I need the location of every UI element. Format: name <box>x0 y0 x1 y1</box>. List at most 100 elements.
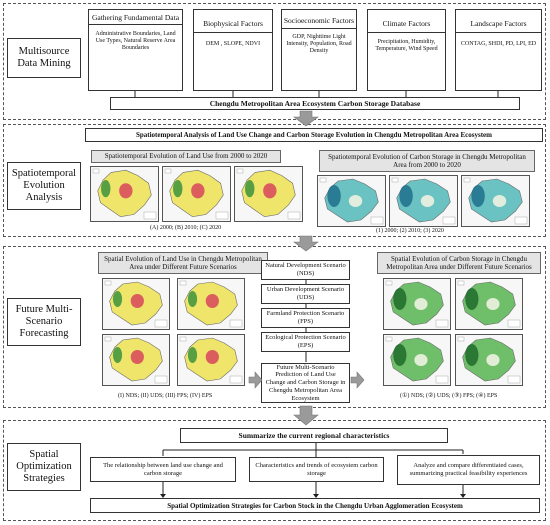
map-label-tag <box>319 177 327 183</box>
future-land-map-graphic <box>103 335 169 385</box>
summary-bar: Summarize the current regional character… <box>180 428 448 443</box>
map-label-tag <box>92 168 100 174</box>
optimization-item-trends: Characteristics and trends of ecosystem … <box>249 457 384 482</box>
land-use-map-c <box>234 166 303 222</box>
land-use-panel-title: Spatiotemporal Evolution of Land Use fro… <box>91 150 281 163</box>
source-box-landscape: Landscape Factors CONTAG, SHDI, PD, LPI,… <box>455 9 542 91</box>
future-land-map-graphic <box>178 279 244 329</box>
map-low-carbon <box>414 354 428 366</box>
map-label-tag <box>179 280 187 286</box>
source-box-biophysical: Biophysical Factors DEM , SLOPE, NDVI <box>193 9 273 91</box>
map-urban-core <box>130 350 144 364</box>
map-legend <box>507 319 521 328</box>
map-low-carbon <box>348 195 363 207</box>
carbon-map-3 <box>461 175 530 227</box>
map-high-carbon <box>327 185 341 207</box>
map-label-tag <box>457 280 465 286</box>
database-bar: Chengdu Metropolitan Area Ecosystem Carb… <box>110 97 520 110</box>
map-forest-patch <box>101 179 111 198</box>
map-low-carbon <box>492 195 507 207</box>
optimization-item-cases: Analyze and compare differentiated cases… <box>397 455 540 485</box>
source-text: Precipitation, Humidity, Temperature, Wi… <box>375 39 438 53</box>
prediction-box: Future Multi-Scenario Prediction of Land… <box>261 363 350 403</box>
future-land-map-1 <box>102 278 170 330</box>
map-legend <box>154 319 168 328</box>
land-use-map-graphic <box>91 167 158 221</box>
future-land-caption: (I) NDS; (II) UDS; (III) FPS; (IV) EPS <box>118 393 213 399</box>
map-urban-core <box>205 350 219 364</box>
scenario-eps: Ecological Protection Scenario (EPS) <box>261 332 350 352</box>
map-label-tag <box>104 336 112 342</box>
future-carbon-map-2 <box>455 278 523 330</box>
map-high-carbon <box>465 288 479 310</box>
carbon-map-graphic <box>390 176 457 226</box>
map-legend <box>370 216 384 225</box>
land-use-caption: (A) 2000; (B) 2010; (C) 2020 <box>150 225 222 231</box>
scenario-nds: Natural Development Scenario (NDS) <box>261 260 350 280</box>
map-label-tag <box>236 168 244 174</box>
source-title: Landscape Factors <box>456 13 541 33</box>
map-legend <box>215 211 229 220</box>
optimization-band <box>3 420 546 521</box>
flow-arrow-right-icon <box>248 371 263 389</box>
source-text: GDP, Nighttime Light Intensity, Populati… <box>286 34 352 55</box>
source-box-climate: Climate Factors Precipitation, Humidity,… <box>367 9 446 91</box>
connector-arrowheads <box>160 494 466 498</box>
map-label-tag <box>179 336 187 342</box>
map-high-carbon <box>393 344 407 366</box>
land-use-map-graphic <box>163 167 230 221</box>
map-urban-core <box>191 183 205 199</box>
analysis-header-bar: Spatiotemporal Analysis of Land Use Chan… <box>85 128 543 142</box>
flow-arrows <box>248 110 365 426</box>
flow-arrow-down-icon <box>293 110 319 127</box>
carbon-map-1 <box>317 175 386 227</box>
map-label-tag <box>164 168 172 174</box>
arrowhead-icon <box>160 494 166 498</box>
map-label-tag <box>385 336 393 342</box>
future-carbon-map-graphic <box>384 335 450 385</box>
map-legend <box>143 211 157 220</box>
future-land-map-2 <box>177 278 245 330</box>
stage-label-spatiotemporal: Spatiotemporal Evolution Analysis <box>7 162 81 210</box>
future-carbon-map-3 <box>383 334 451 386</box>
flow-arrow-down-icon <box>293 405 319 426</box>
map-forest-patch <box>112 347 123 363</box>
stage-label-forecasting: Future Multi-Scenario Forecasting <box>7 298 81 346</box>
future-land-map-graphic <box>103 279 169 329</box>
future-land-map-4 <box>177 334 245 386</box>
carbon-map-graphic <box>318 176 385 226</box>
map-low-carbon <box>420 195 435 207</box>
map-legend <box>229 375 243 384</box>
map-forest-patch <box>187 347 198 363</box>
map-legend <box>442 216 456 225</box>
map-legend <box>435 319 449 328</box>
map-label-tag <box>385 280 393 286</box>
future-carbon-map-graphic <box>456 335 522 385</box>
map-label-tag <box>104 280 112 286</box>
future-land-map-graphic <box>178 335 244 385</box>
data-mining-band <box>3 3 546 120</box>
map-high-carbon <box>399 185 413 207</box>
source-text: CONTAG, SHDI, PD, LPI, ED <box>460 41 537 47</box>
final-strategy-bar: Spatial Optimization Strategies for Carb… <box>90 498 540 513</box>
map-legend <box>229 319 243 328</box>
optimization-item-relationship: The relationship between land use change… <box>90 457 236 482</box>
flow-arrow-down-icon <box>293 235 319 252</box>
map-low-carbon <box>486 354 500 366</box>
map-label-tag <box>391 177 399 183</box>
carbon-caption: (1) 2000; (2) 2010; (3) 2020 <box>376 228 444 234</box>
source-title: Gathering Fundamental Data <box>89 13 182 25</box>
map-high-carbon <box>393 288 407 310</box>
map-urban-core <box>130 294 144 308</box>
forecasting-band <box>3 246 546 408</box>
stage-label-data-mining: Multisource Data Mining <box>7 38 81 78</box>
map-legend <box>154 375 168 384</box>
map-urban-core <box>119 183 133 199</box>
carbon-panel-title: Spatiotemporal Evolution of Carbon Stora… <box>319 150 535 172</box>
scenario-fps: Farmland Protection Scenario (FPS) <box>261 308 350 328</box>
land-use-map-graphic <box>235 167 302 221</box>
map-label-tag <box>463 177 471 183</box>
source-text: Administrative Boundaries, Land Use Type… <box>95 31 176 52</box>
stage-label-optimization: Spatial Optimization Strategies <box>7 443 81 491</box>
source-box-socioeconomic: Socioeconomic Factors GDP, Nighttime Lig… <box>281 9 357 91</box>
